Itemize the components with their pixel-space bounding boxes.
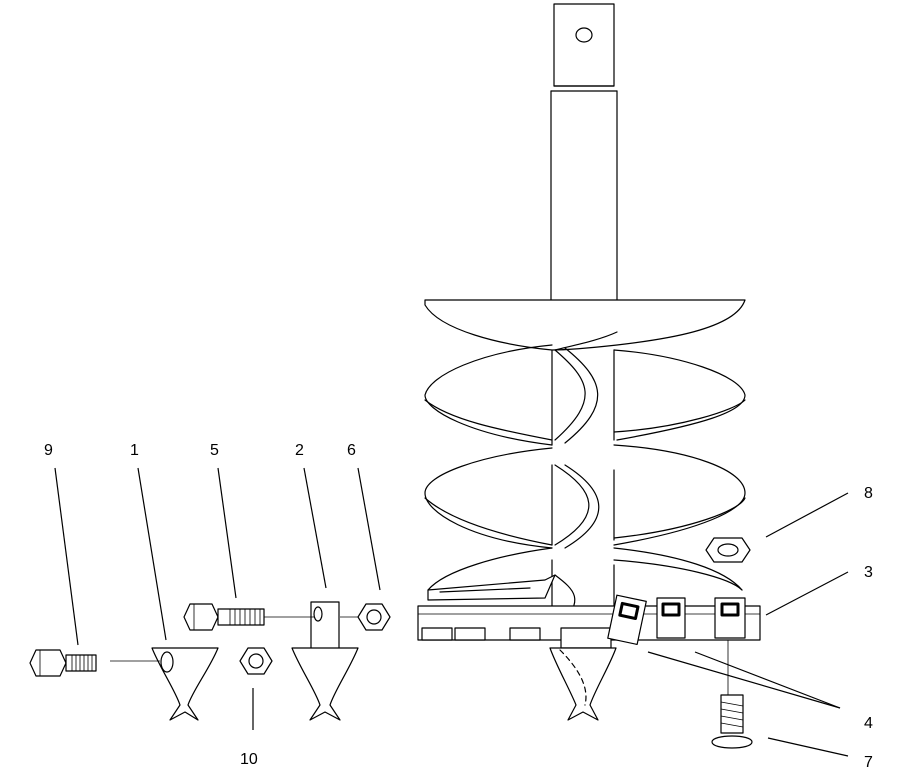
auger-assembly <box>417 3 761 721</box>
callout-6: 6 <box>347 442 356 459</box>
hex-nut-10 <box>239 647 273 675</box>
callout-4: 4 <box>864 715 873 732</box>
carriage-bolt-7 <box>711 694 753 749</box>
pilot-bit-1 <box>151 647 219 721</box>
auger-flighting <box>424 299 746 626</box>
pilot-bit-2 <box>291 601 359 721</box>
cutting-head <box>417 574 761 649</box>
hex-bolt-9 <box>29 649 97 677</box>
callout-8: 8 <box>864 485 873 502</box>
callout-10: 10 <box>240 751 258 768</box>
callout-2: 2 <box>295 442 304 459</box>
tooth-2 <box>656 597 686 639</box>
tooth-3 <box>714 597 746 639</box>
hex-nut-8 <box>705 537 751 563</box>
leader-lines <box>54 467 849 757</box>
assembly-lines <box>110 616 729 695</box>
callout-9: 9 <box>44 442 53 459</box>
tooth-1 <box>607 594 647 646</box>
callout-1: 1 <box>130 442 139 459</box>
carbide-teeth <box>607 594 746 646</box>
auger-tube <box>550 90 618 629</box>
hex-bolt-5 <box>183 603 265 631</box>
hex-nut-6 <box>357 603 391 631</box>
installed-pilot-bit <box>549 647 617 721</box>
callout-labels: 9 1 5 2 6 10 8 3 4 7 <box>44 442 873 771</box>
drive-shaft-hub <box>550 3 618 92</box>
callout-7: 7 <box>864 754 873 771</box>
callout-5: 5 <box>210 442 219 459</box>
callout-3: 3 <box>864 564 873 581</box>
